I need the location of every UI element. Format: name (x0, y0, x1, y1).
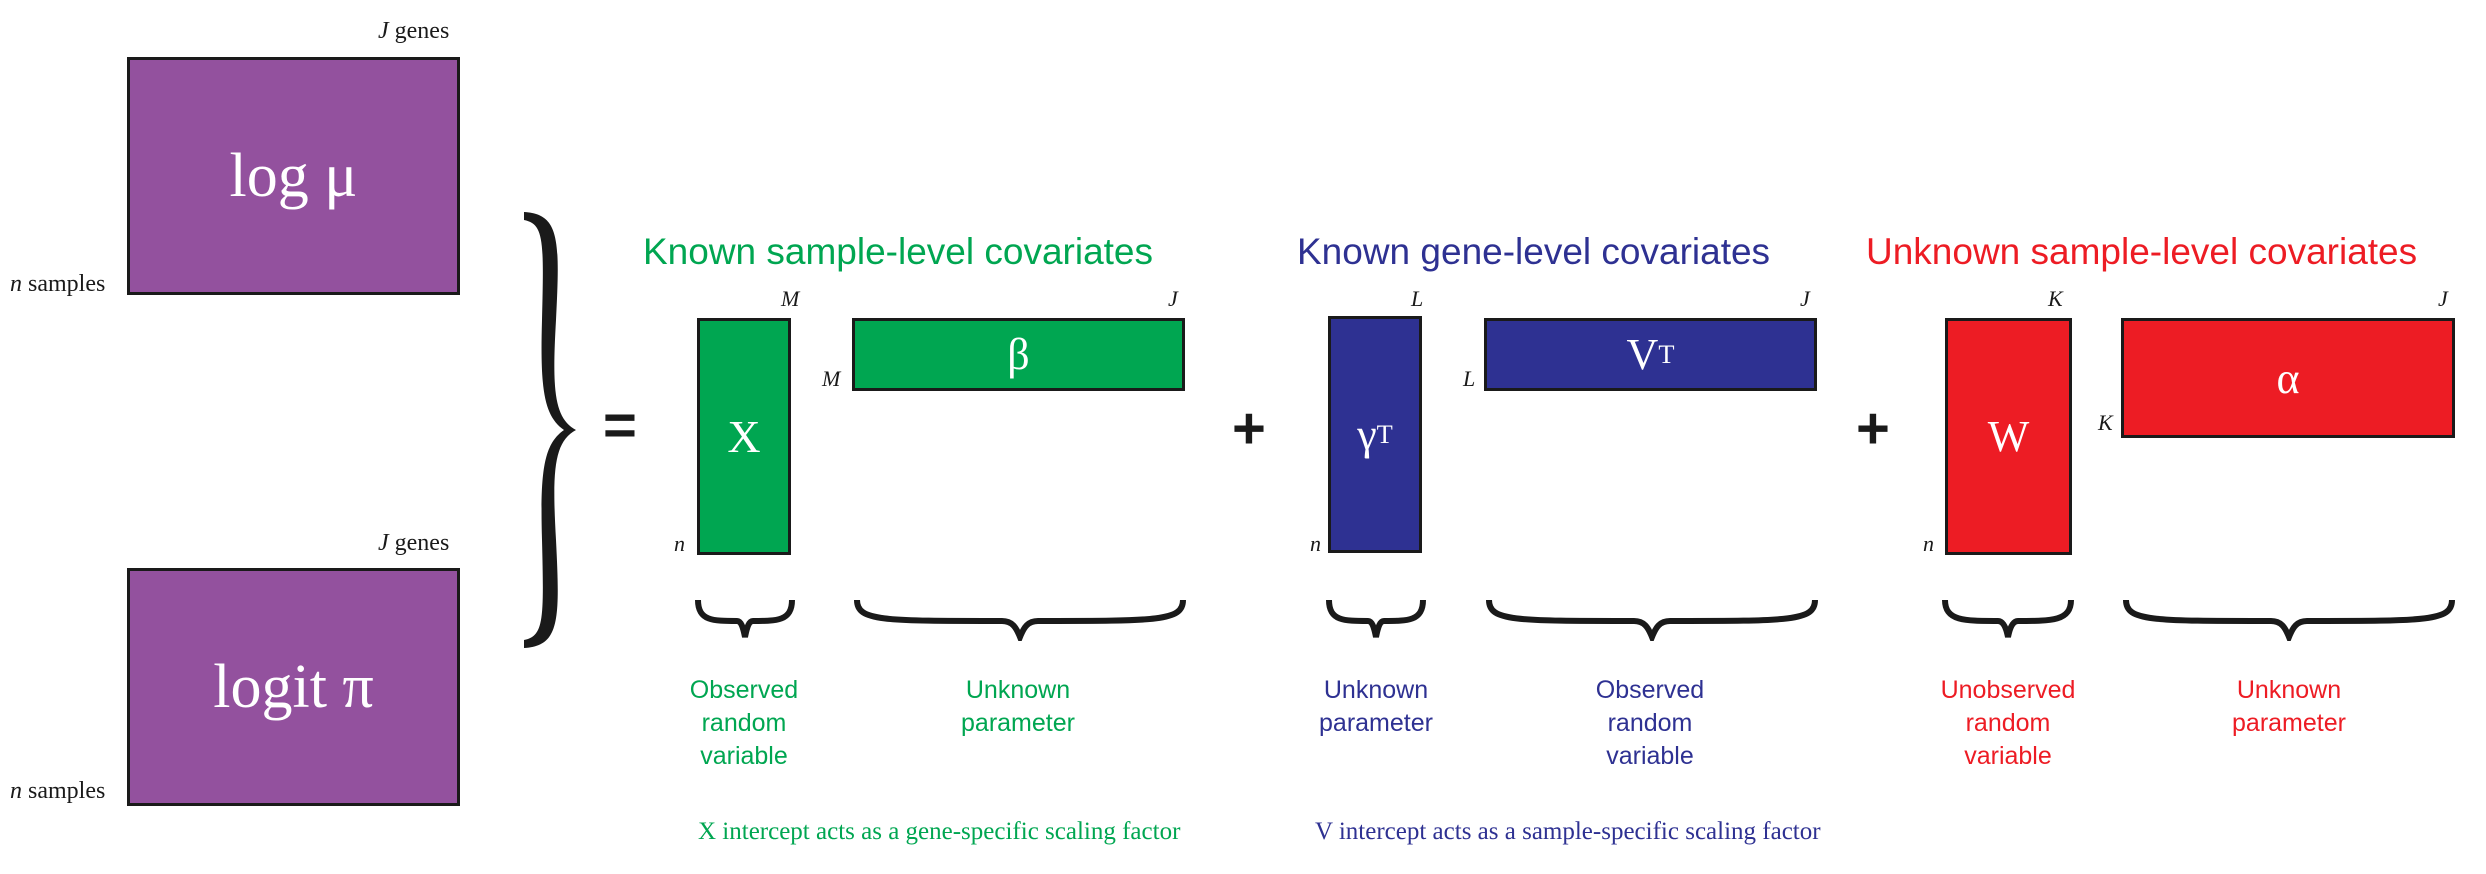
heading-known-sample: Known sample-level covariates (643, 231, 1154, 272)
big-curly-brace (524, 212, 576, 648)
v-top-label: J (1800, 286, 1810, 311)
w-top-label: K (2048, 286, 2063, 311)
plus-sign-1: + (1232, 396, 1266, 461)
v-side-label: L (1463, 366, 1476, 391)
w-matrix: W (1945, 318, 2072, 555)
w-side-label: n (1923, 531, 1934, 556)
beta-description: Unknown parameter (961, 676, 1075, 737)
alpha-description: Unknown parameter (2232, 676, 2346, 737)
alpha-underbrace (2123, 599, 2455, 641)
beta-underbrace (854, 599, 1186, 641)
beta-side-label: M (822, 366, 841, 391)
gamma-top-label: L (1411, 286, 1424, 311)
beta-top-label: J (1168, 286, 1178, 311)
x-underbrace (695, 599, 795, 638)
v-underbrace (1486, 599, 1818, 641)
alpha-matrix: α (2121, 318, 2455, 438)
logit-pi-row-label: n samples (10, 778, 106, 804)
alpha-side-label: K (2098, 410, 2113, 435)
plus-sign-2: + (1856, 396, 1890, 461)
x-top-label: M (781, 286, 800, 311)
x-description: Observed random variable (689, 676, 799, 770)
x-matrix: X (697, 318, 791, 555)
x-intercept-note: X intercept acts as a gene-specific scal… (698, 818, 1181, 845)
logit-pi-matrix: logit π (127, 568, 460, 806)
v-intercept-note: V intercept acts as a sample-specific sc… (1315, 818, 1821, 845)
logit-pi-col-label: J genes (378, 530, 450, 556)
beta-matrix: β (852, 318, 1185, 391)
w-description: Unobserved random variable (1940, 676, 2076, 770)
gamma-description: Unknown parameter (1319, 676, 1433, 737)
heading-unknown-sample: Unknown sample-level covariates (1866, 231, 2418, 272)
gamma-underbrace (1326, 599, 1426, 638)
x-side-label: n (674, 531, 685, 556)
log-mu-matrix: log μ (127, 57, 460, 295)
log-mu-row-label: n samples (10, 271, 106, 297)
log-mu-col-label: J genes (378, 18, 450, 44)
w-underbrace (1942, 599, 2074, 638)
v-description: Observed random variable (1595, 676, 1705, 770)
heading-known-gene: Known gene-level covariates (1297, 231, 1771, 272)
alpha-top-label: J (2438, 286, 2448, 311)
gamma-side-label: n (1310, 531, 1321, 556)
equals-sign: = (603, 393, 637, 458)
